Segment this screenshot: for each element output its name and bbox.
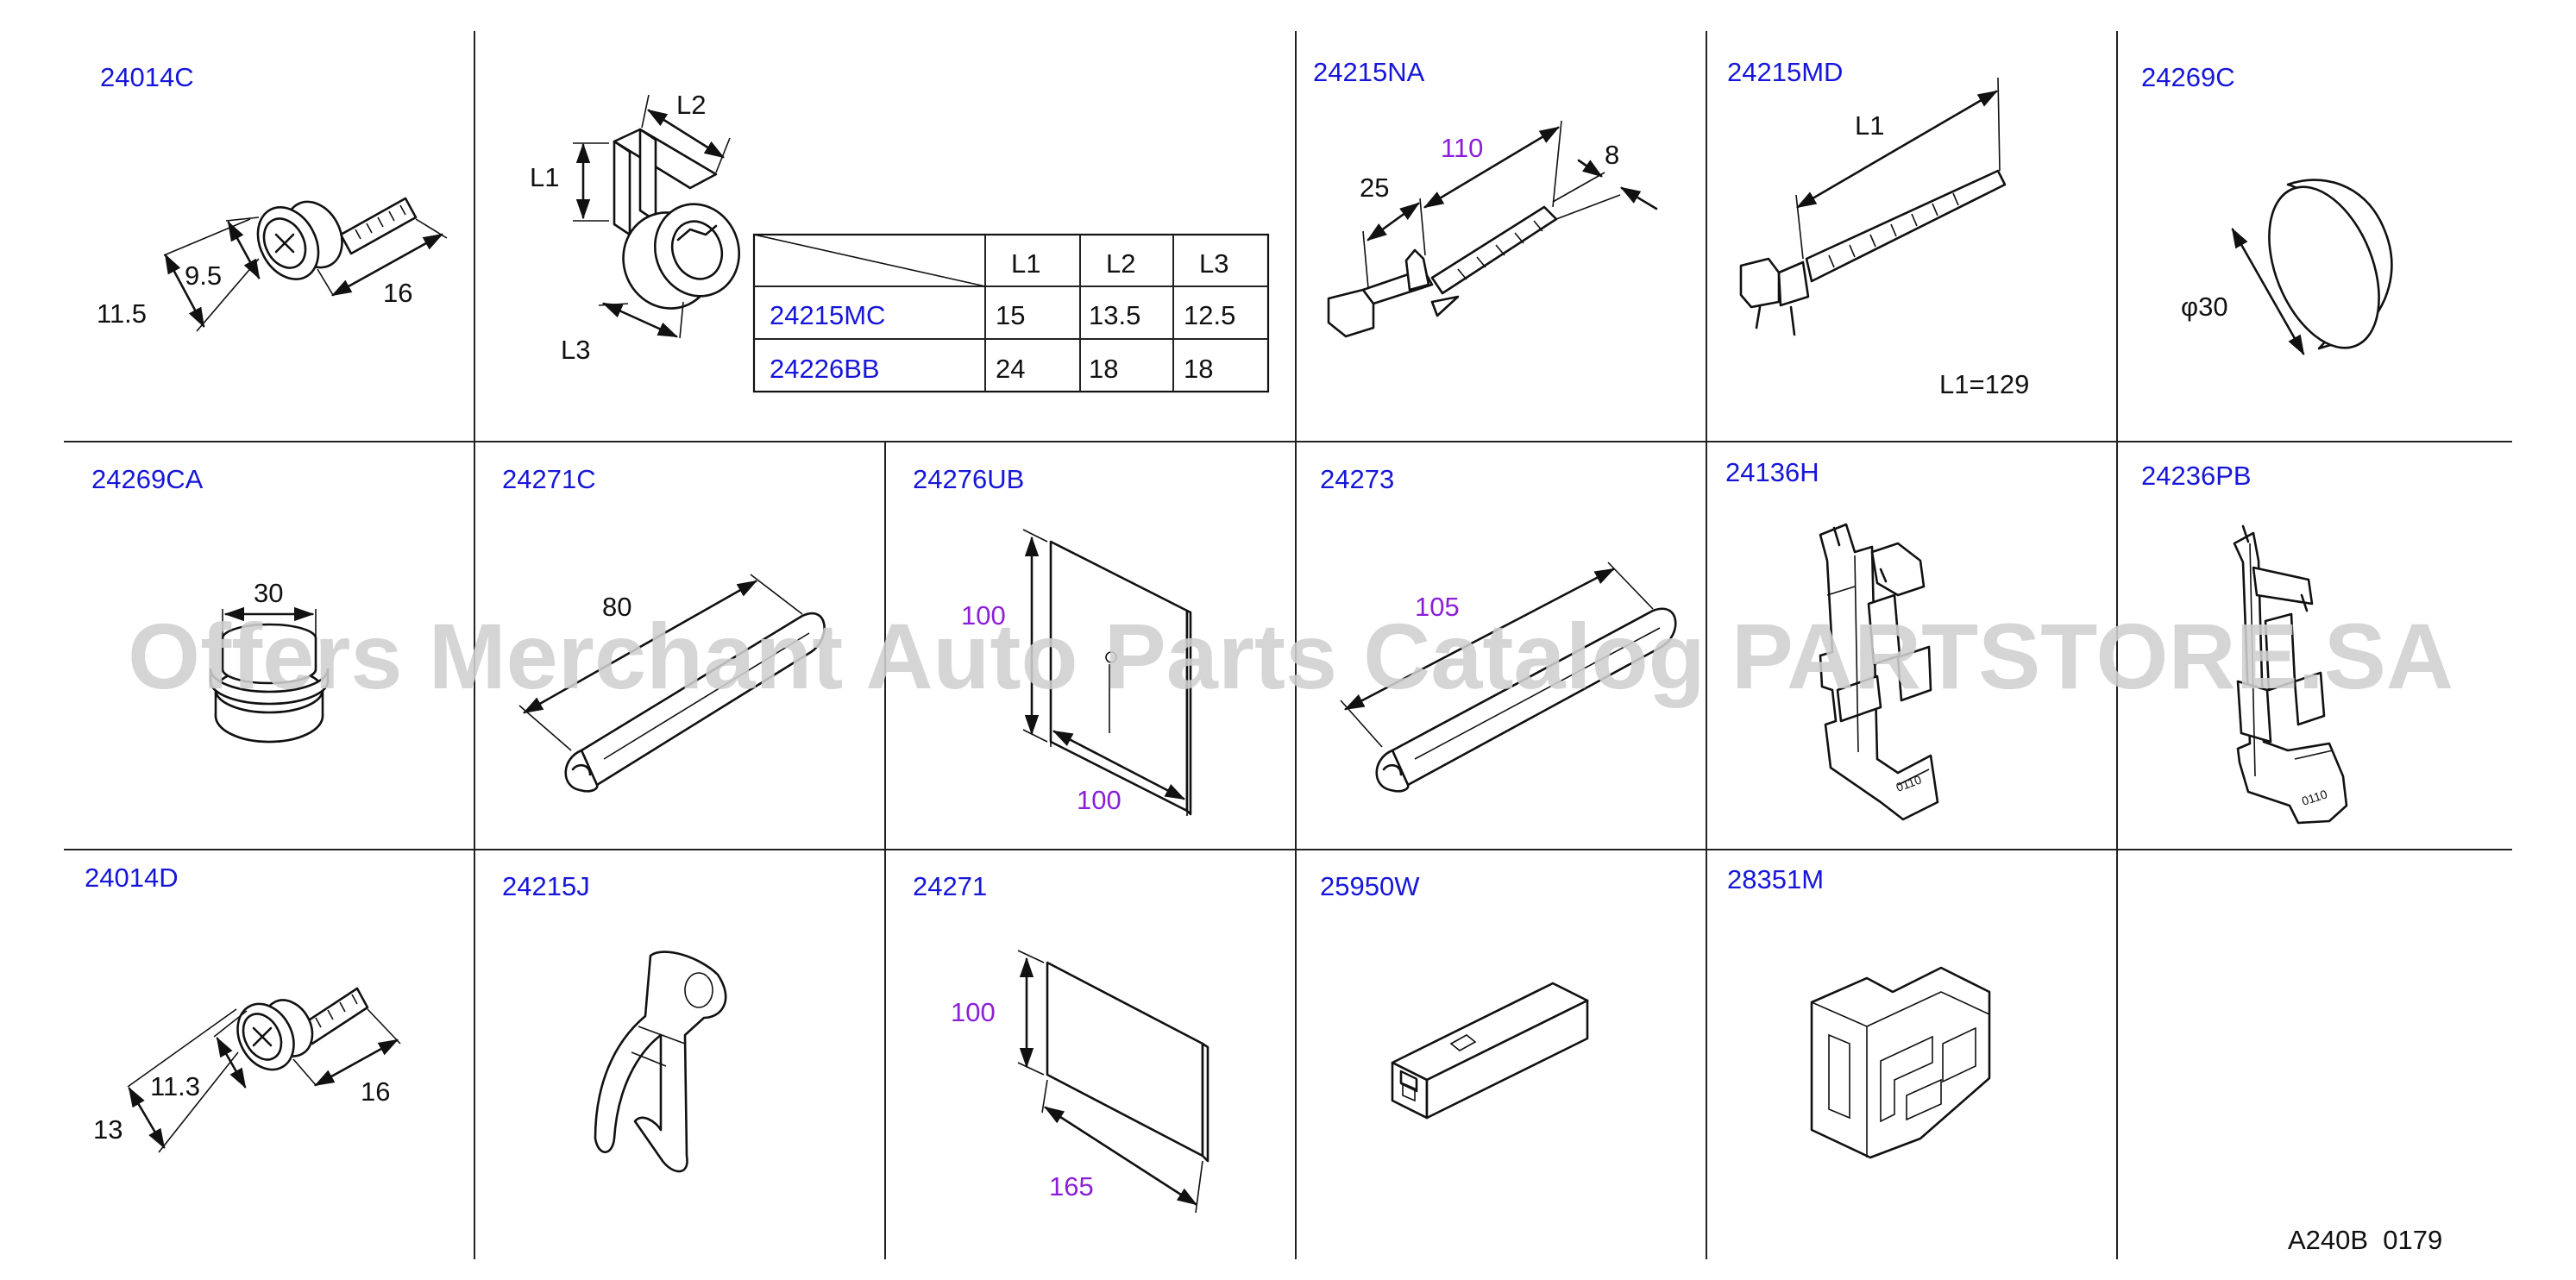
- table-row-part-24215MC[interactable]: 24215MC: [770, 300, 885, 330]
- dimension-lines-24273: [1340, 562, 1654, 748]
- part-number-24215MD[interactable]: 24215MD: [1727, 57, 1843, 87]
- dimension-lines-24014C: [163, 216, 448, 332]
- cell-24215MC-24226BB: L1 L2 L3 L1 L2 L3 24215MC 15 13.5 12.5 2…: [530, 90, 1270, 393]
- cap-24269C: [2268, 179, 2393, 350]
- screw-24014C: [256, 197, 418, 280]
- watermark: Offers Merchant Auto Parts Catalog PARTS…: [128, 604, 2453, 708]
- cable-tie-24215NA: [1327, 205, 1558, 338]
- grid-lines: [64, 31, 2512, 1259]
- part-number-24136H[interactable]: 24136H: [1725, 457, 1819, 487]
- table-header-l1: L1: [1011, 248, 1040, 279]
- cable-tie-24215MD: [1739, 169, 2007, 336]
- dimension-table: L1 L2 L3 24215MC 15 13.5 12.5 24226BB 24…: [752, 233, 1270, 393]
- table-header-l2: L2: [1106, 248, 1135, 279]
- dimension-8: 8: [1605, 140, 1619, 170]
- part-number-24269C[interactable]: 24269C: [2141, 62, 2235, 92]
- dimension-phi30: φ30: [2181, 292, 2228, 322]
- cell-24215MD: 24215MD L1 L1=129: [1727, 57, 2029, 399]
- clamp-24215J: [594, 951, 727, 1173]
- cell-25950W: 25950W: [1320, 871, 1589, 1120]
- table-cell: 12.5: [1184, 300, 1235, 330]
- dimension-9-5: 9.5: [185, 260, 222, 291]
- dimension-25: 25: [1360, 173, 1389, 203]
- cell-24014C: 24014C 9.5 11.5 16: [97, 62, 448, 332]
- dimension-l1-129: L1=129: [1939, 369, 2029, 399]
- table-cell: 24: [996, 354, 1025, 384]
- dimension-lines-24271C: [518, 574, 803, 751]
- dimension-lines-24276UB: [1022, 529, 1188, 816]
- part-number-28351M[interactable]: 28351M: [1727, 864, 1824, 894]
- dimension-30: 30: [254, 578, 283, 608]
- table-header-l3: L3: [1199, 248, 1228, 279]
- table-cell: 18: [1184, 354, 1213, 384]
- dimension-80: 80: [602, 592, 631, 622]
- dimension-lines-24014D: [127, 1008, 401, 1153]
- dimension-lines-24269CA: [222, 606, 317, 637]
- cell-24271: 24271 100 165: [913, 871, 1209, 1214]
- part-number-24014C[interactable]: 24014C: [100, 62, 194, 92]
- dimension-100-height: 100: [961, 600, 1006, 631]
- cell-24269CA: 24269CA 30: [91, 464, 330, 744]
- grommet-24269CA: [209, 623, 330, 744]
- label-l2: L2: [676, 90, 706, 120]
- dimension-16: 16: [383, 278, 412, 308]
- table-cell: 13.5: [1089, 300, 1140, 330]
- cell-24269C: 24269C φ30: [2141, 62, 2393, 356]
- dimension-110: 110: [1441, 133, 1483, 163]
- table-row-part-24226BB[interactable]: 24226BB: [770, 354, 880, 384]
- reference-code: A240B 0179: [2288, 1225, 2442, 1255]
- dimension-lines-24271: [1017, 950, 1203, 1214]
- cell-24215NA: 24215NA 110 25 8: [1313, 57, 1658, 338]
- dimension-11-3: 11.3: [150, 1071, 200, 1101]
- part-number-25950W[interactable]: 25950W: [1320, 871, 1420, 901]
- table-cell: 15: [996, 300, 1025, 330]
- part-number-24276UB[interactable]: 24276UB: [913, 464, 1024, 494]
- part-number-24215NA[interactable]: 24215NA: [1313, 57, 1425, 87]
- part-number-24269CA[interactable]: 24269CA: [91, 464, 204, 494]
- cell-24215J: 24215J: [502, 871, 727, 1173]
- clamp-illustration: [613, 128, 741, 310]
- cell-24273: 24273 105: [1320, 464, 1677, 793]
- dimension-lines-24269C: [2231, 227, 2305, 356]
- part-number-24271C[interactable]: 24271C: [502, 464, 596, 494]
- dimension-100-width: 100: [1077, 785, 1122, 815]
- connector-25950W: [1391, 982, 1589, 1120]
- part-number-24215J[interactable]: 24215J: [502, 871, 590, 901]
- label-l3: L3: [561, 335, 590, 365]
- cell-24276UB: 24276UB 100 100: [913, 464, 1192, 816]
- dimension-lines-24215MD: [1795, 77, 2001, 260]
- dimension-16-24014D: 16: [361, 1076, 390, 1107]
- part-number-24273[interactable]: 24273: [1320, 464, 1394, 494]
- screw-24014D: [236, 987, 369, 1071]
- dimension-165: 165: [1049, 1171, 1094, 1202]
- table-cell: 18: [1089, 354, 1118, 384]
- bracket-24236PB: 0110: [2233, 524, 2348, 825]
- part-number-24271[interactable]: 24271: [913, 871, 987, 901]
- dimension-lines-24215NA: [1362, 120, 1658, 289]
- dimension-11-5: 11.5: [97, 298, 147, 329]
- pad-24271: [1046, 961, 1209, 1163]
- cell-28351M: 28351M: [1727, 864, 1991, 1159]
- dimension-13: 13: [93, 1114, 123, 1145]
- part-number-24236PB[interactable]: 24236PB: [2141, 461, 2252, 491]
- cell-24271C: 24271C 80: [502, 464, 826, 793]
- cell-24236PB: 24236PB 0110: [2141, 461, 2348, 825]
- bracket-24136H: 0110: [1819, 523, 1939, 821]
- relay-block-28351M: [1810, 966, 1991, 1159]
- cell-24014D: 24014D 11.3 13 16: [85, 863, 401, 1153]
- dimension-100-24271: 100: [951, 997, 996, 1027]
- label-l1: L1: [530, 162, 559, 192]
- cell-24136H: 24136H 0110: [1725, 457, 1939, 821]
- part-number-24014D[interactable]: 24014D: [85, 863, 179, 893]
- clamp-dimension-lines: [573, 94, 731, 339]
- dimension-105: 105: [1415, 592, 1460, 622]
- label-l1-24215MD: L1: [1855, 110, 1884, 141]
